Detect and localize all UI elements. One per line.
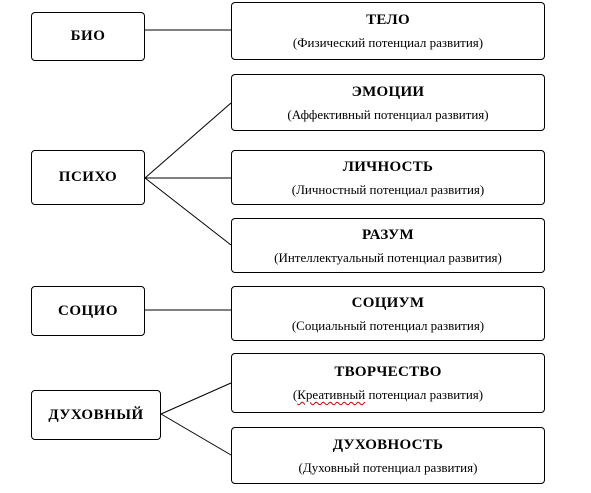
category-label: БИО xyxy=(70,28,106,44)
item-title: ЭМОЦИИ xyxy=(351,83,425,100)
item-title: ЛИЧНОСТЬ xyxy=(342,158,434,175)
item-body-box: ТЕЛО (Физический потенциал развития) xyxy=(231,2,545,60)
subtitle-open-paren: ( xyxy=(292,387,298,402)
item-subtitle: (Личностный потенциал развития) xyxy=(291,181,485,197)
subtitle-rest: потенциал развития) xyxy=(365,387,484,402)
connector-psycho-mind xyxy=(144,177,232,246)
category-label: ДУХОВНЫЙ xyxy=(48,406,144,423)
connector-spirit-spirituality xyxy=(160,413,232,456)
category-label: ПСИХО xyxy=(58,169,118,185)
item-title: РАЗУМ xyxy=(362,226,414,243)
item-subtitle: (Духовный потенциал развития) xyxy=(298,459,478,475)
item-title: ДУХОВНОСТЬ xyxy=(332,436,444,453)
connector-spirit-creativity xyxy=(160,382,232,415)
item-title: ТВОРЧЕСТВО xyxy=(334,364,442,380)
item-subtitle: (Физический потенциал развития) xyxy=(292,35,484,50)
category-psycho-box: ПСИХО xyxy=(31,150,145,205)
connector-psycho-emotions xyxy=(144,102,232,179)
item-spirituality-box: ДУХОВНОСТЬ (Духовный потенциал развития) xyxy=(231,427,545,484)
category-socio-box: СОЦИО xyxy=(31,286,145,336)
item-personality-box: ЛИЧНОСТЬ (Личностный потенциал развития) xyxy=(231,150,545,205)
category-bio-box: БИО xyxy=(31,12,145,61)
item-subtitle: (Креативный потенциал развития) xyxy=(293,386,483,403)
item-subtitle: (Интеллектуальный потенциал развития) xyxy=(274,249,502,265)
item-society-box: СОЦИУМ (Социальный потенциал развития) xyxy=(231,286,545,341)
item-subtitle: (Социальный потенциал развития) xyxy=(291,317,485,333)
spellcheck-underlined-word: Креативный xyxy=(297,387,366,402)
category-spiritual-box: ДУХОВНЫЙ xyxy=(31,390,161,440)
item-subtitle: (Аффективный потенциал развития) xyxy=(287,106,489,122)
category-label: СОЦИО xyxy=(57,302,118,319)
item-mind-box: РАЗУМ (Интеллектуальный потенциал развит… xyxy=(231,218,545,273)
item-emotions-box: ЭМОЦИИ (Аффективный потенциал развития) xyxy=(231,74,545,131)
item-title: ТЕЛО xyxy=(366,12,410,28)
item-title: СОЦИУМ xyxy=(351,294,425,311)
item-creativity-box: ТВОРЧЕСТВО (Креативный потенциал развити… xyxy=(231,353,545,413)
